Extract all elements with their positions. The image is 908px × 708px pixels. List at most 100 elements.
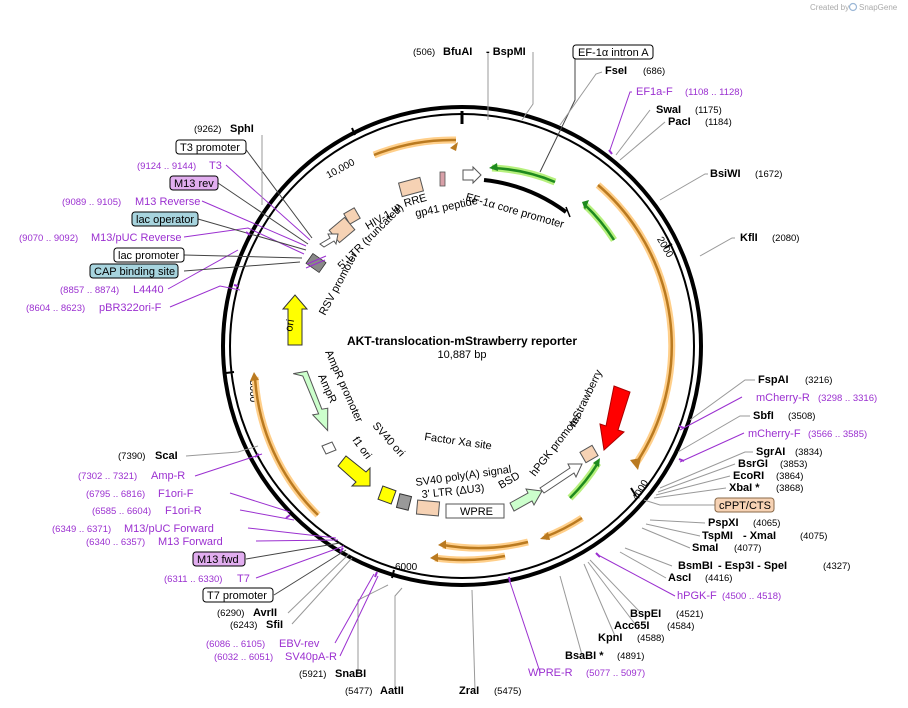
lac-promoter-tag[interactable]: lac promoter	[113, 247, 185, 263]
tag-text: M13 fwd	[197, 554, 239, 566]
ori-label: ori	[283, 318, 297, 332]
connector	[471, 589, 476, 691]
enzyme-xmai[interactable]: - XmaI	[743, 530, 776, 542]
enzyme-pspxi[interactable]: PspXI	[708, 517, 739, 529]
ampr-arrow	[293, 370, 329, 432]
primer-t7[interactable]: T7	[237, 573, 250, 585]
primer-mcherry-f[interactable]: mCherry-F	[748, 428, 801, 440]
primer-t3[interactable]: T3	[209, 160, 222, 172]
enzyme-swai[interactable]: SwaI	[656, 104, 681, 116]
ruler-label-2000: 2000	[654, 235, 675, 260]
m13-fwd-tag[interactable]: M13 fwd	[192, 551, 246, 567]
hpgk-promoter-arrow	[539, 463, 583, 494]
enzyme-fspai[interactable]: FspAI	[758, 374, 789, 386]
enzyme-esp3i-spei[interactable]: - Esp3I - SpeI	[718, 560, 787, 572]
enzyme-position: (1175)	[695, 105, 722, 116]
m13-rev-tag[interactable]: M13 rev	[169, 175, 219, 191]
enzyme-position: (5475)	[494, 686, 521, 697]
plasmid-length: 10,887 bp	[438, 349, 487, 361]
primer-mcherry-r[interactable]: mCherry-R	[756, 392, 810, 404]
connector	[587, 561, 636, 625]
enzyme-sfii[interactable]: SfiI	[266, 619, 283, 631]
primer-l4440[interactable]: L4440	[133, 284, 164, 296]
primer-f1ori-r[interactable]: F1ori-R	[165, 505, 202, 517]
enzyme-bsiwi[interactable]: BsiWI	[710, 168, 741, 180]
green-arrowhead	[489, 163, 498, 171]
t7-promoter-tag[interactable]: T7 promoter	[202, 587, 274, 603]
enzyme-sphi[interactable]: SphI	[230, 123, 254, 135]
orf-arrowhead	[630, 458, 641, 470]
connector	[334, 573, 375, 644]
primer-wpre-r[interactable]: WPRE-R	[528, 667, 573, 679]
connector	[641, 527, 691, 549]
enzyme-smai[interactable]: SmaI	[692, 542, 718, 554]
connector	[225, 164, 311, 241]
enzyme-bspmi[interactable]: - BspMI	[486, 46, 526, 58]
ruler-label-8000: 8000	[247, 380, 258, 403]
connector	[183, 254, 303, 259]
lac-operator-tag[interactable]: lac operator	[131, 211, 199, 227]
primer-position: (6340 .. 6357)	[86, 537, 145, 548]
connector	[255, 539, 339, 542]
enzyme-bfuai[interactable]: BfuAI	[443, 46, 472, 58]
primer-m13-puc-forward[interactable]: M13/pUC Forward	[124, 523, 214, 535]
enzyme-scai[interactable]: ScaI	[155, 450, 178, 462]
enzyme-zrai[interactable]: ZraI	[459, 685, 479, 697]
enzyme-position: (5477)	[345, 686, 372, 697]
plasmid-name: AKT-translocation-mStrawberry reporter	[347, 334, 577, 348]
enzyme-sbfi[interactable]: SbfI	[753, 410, 774, 422]
enzyme-snabi[interactable]: SnaBI	[335, 668, 366, 680]
primer-position: (8857 .. 8874)	[60, 285, 119, 296]
enzyme-fsei[interactable]: FseI	[605, 65, 627, 77]
cap-binding-site-tag[interactable]: CAP binding site	[89, 263, 179, 279]
primer-amp-r[interactable]: Amp-R	[151, 470, 185, 482]
cppt-cts-tag[interactable]: cPPT/CTS	[714, 497, 775, 513]
primer-ef1a-f[interactable]: EF1a-F	[636, 86, 673, 98]
enzyme-sgrai[interactable]: SgrAI	[756, 446, 785, 458]
orf-arc	[597, 184, 673, 466]
enzyme-asci[interactable]: AscI	[668, 572, 691, 584]
primer-position: (6585 .. 6604)	[92, 506, 151, 517]
primer-pbr322ori-f[interactable]: pBR322ori-F	[99, 302, 162, 314]
enzyme-tspmi[interactable]: TspMI	[702, 530, 733, 542]
enzyme-paci[interactable]: PacI	[668, 116, 691, 128]
orf-arc	[373, 138, 457, 157]
t3-promoter-tag[interactable]: T3 promoter	[175, 139, 247, 155]
enzyme-bspei[interactable]: BspEI	[630, 608, 661, 620]
enzyme-kfli[interactable]: KflI	[740, 232, 758, 244]
connector	[689, 379, 755, 421]
snapgene-branding: Created by SnapGene	[810, 2, 898, 12]
primer-sv40pa-r[interactable]: SV40pA-R	[285, 651, 337, 663]
enzyme-avrii[interactable]: AvrII	[253, 607, 277, 619]
connector	[339, 575, 379, 657]
connector	[197, 218, 307, 251]
sv40-ori-box	[377, 485, 397, 505]
primer-f1ori-f[interactable]: F1ori-F	[158, 488, 194, 500]
created-by-text: Created by	[810, 3, 849, 12]
f1-ori-arrow	[337, 455, 371, 487]
enzyme-aatii[interactable]: AatII	[380, 685, 404, 697]
enzyme-ecori[interactable]: EcoRI	[733, 470, 764, 482]
ef1a-intron-a-tag[interactable]: EF-1α intron A	[572, 44, 654, 60]
primer-cluster-line	[305, 259, 326, 269]
enzyme-xbai[interactable]: XbaI *	[729, 482, 760, 494]
f1-ori-label: f1 ori	[350, 435, 374, 462]
connector	[291, 557, 353, 625]
enzyme-kpni[interactable]: KpnI	[598, 632, 622, 644]
primer-hpgk-f[interactable]: hPGK-F	[677, 590, 717, 602]
enzyme-bsabi[interactable]: BsaBI *	[565, 650, 604, 662]
enzyme-bsmbi[interactable]: BsmBI	[678, 560, 713, 572]
primer-position: (6032 .. 6051)	[214, 652, 273, 663]
mstrawberry-linker-box	[579, 444, 599, 464]
primer-m13-puc-reverse[interactable]: M13/pUC Reverse	[91, 232, 181, 244]
enzyme-bsrgi[interactable]: BsrGI	[738, 458, 768, 470]
gp41-peptide-box	[439, 171, 446, 187]
primer-site-mark	[374, 571, 378, 578]
primer-m13-forward[interactable]: M13 Forward	[158, 536, 223, 548]
primer-m13-reverse[interactable]: M13 Reverse	[135, 196, 200, 208]
tag-box	[192, 551, 246, 567]
primer-ebv-rev[interactable]: EBV-rev	[279, 638, 320, 650]
enzyme-acc65i[interactable]: Acc65I	[614, 620, 649, 632]
connector	[239, 509, 295, 521]
connector	[657, 463, 736, 493]
